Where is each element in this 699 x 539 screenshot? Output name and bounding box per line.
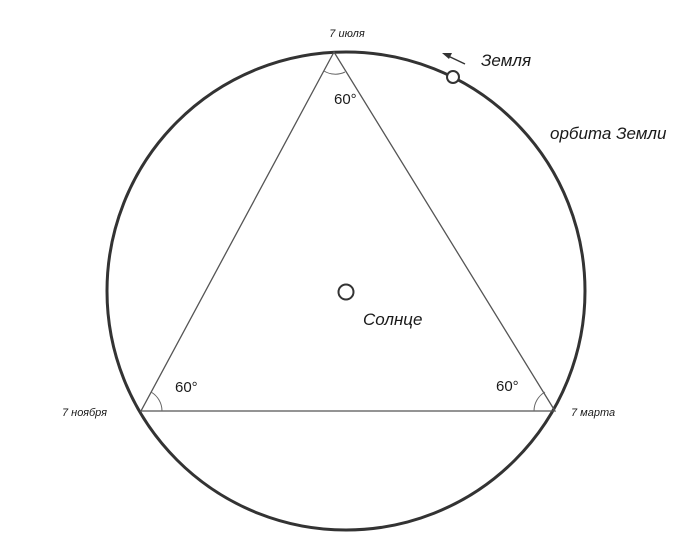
date-label-right: 7 марта [571,407,615,419]
sun-label: Солнце [363,310,422,329]
sun-marker [337,283,355,301]
orbit-label: орбита Земли [550,124,667,143]
triangle [139,50,557,412]
angle-arc-left [150,391,163,412]
date-label-top: 7 июля [329,28,365,40]
angle-arc-top [323,70,346,75]
date-label-left: 7 ноября [62,407,107,419]
angle-arc-right [533,391,546,412]
angle-label-right: 60° [496,378,519,395]
angle-label-top: 60° [334,91,357,108]
earth-orbit [105,50,587,532]
earth-label: Земля [481,51,531,70]
earth-direction-arrow-icon [442,53,466,65]
angle-label-left: 60° [175,379,198,396]
earth-marker [446,70,460,84]
